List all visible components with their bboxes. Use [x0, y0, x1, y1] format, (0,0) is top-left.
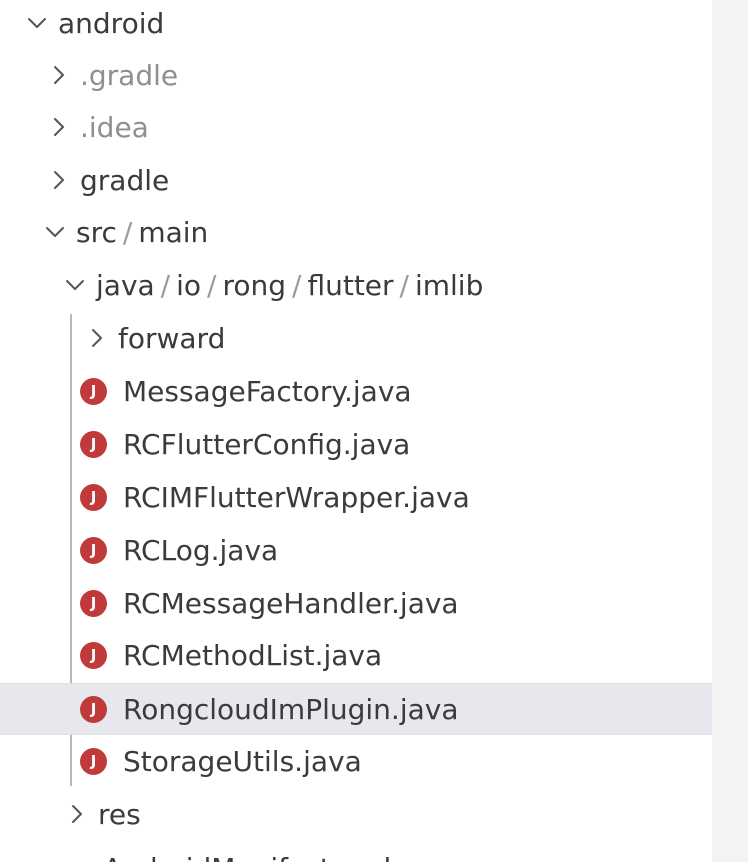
- tree-item-file[interactable]: J RCFlutterConfig.java: [0, 418, 712, 470]
- tree-item-file[interactable]: J RCMethodList.java: [0, 629, 712, 681]
- tree-item-label: AndroidManifest.xml: [103, 852, 391, 862]
- java-icon: J: [80, 430, 107, 458]
- chevron-right-icon[interactable]: [66, 803, 88, 825]
- path-separator: /: [399, 268, 409, 302]
- path-segment[interactable]: rong: [222, 268, 287, 302]
- chevron-right-icon[interactable]: [48, 116, 70, 138]
- tree-item-manifest[interactable]: AndroidManifest.xml: [0, 842, 712, 862]
- tree-item-res[interactable]: res: [0, 788, 712, 840]
- tree-item-label: res: [98, 797, 141, 831]
- chevron-down-icon[interactable]: [44, 221, 66, 243]
- java-icon: J: [80, 695, 107, 723]
- path-segment[interactable]: src: [76, 215, 117, 249]
- tree-item-label: gradle: [80, 163, 170, 197]
- indent-guide: [70, 314, 72, 786]
- path-separator: /: [122, 215, 133, 249]
- tree-item-file[interactable]: J RCLog.java: [0, 524, 712, 576]
- path-separator: /: [207, 268, 217, 302]
- tree-item-label: forward: [118, 321, 226, 355]
- java-icon: J: [80, 747, 107, 775]
- tree-item-label: .gradle: [80, 58, 179, 92]
- tree-item-java-package[interactable]: java / io / rong / flutter / imlib: [0, 259, 712, 311]
- tree-item-label: .idea: [80, 110, 149, 144]
- tree-item-dot-idea[interactable]: .idea: [0, 101, 712, 153]
- path-segment[interactable]: imlib: [414, 268, 484, 302]
- chevron-right-icon[interactable]: [48, 169, 70, 191]
- tree-item-label: RCLog.java: [123, 533, 279, 567]
- tree-item-label: RongcloudImPlugin.java: [123, 692, 459, 726]
- chevron-down-icon[interactable]: [26, 12, 48, 34]
- rss-xml-icon: [60, 855, 87, 862]
- tree-item-label: MessageFactory.java: [123, 374, 412, 408]
- tree-item-forward[interactable]: forward: [0, 312, 712, 364]
- path-separator: /: [160, 268, 171, 302]
- java-icon: J: [80, 589, 107, 617]
- java-icon: J: [80, 641, 107, 669]
- tree-item-gradle[interactable]: gradle: [0, 154, 712, 206]
- tree-item-file[interactable]: J RCMessageHandler.java: [0, 577, 712, 629]
- tree-item-file[interactable]: J RCIMFlutterWrapper.java: [0, 471, 712, 523]
- scrollbar-track[interactable]: [712, 0, 748, 862]
- tree-item-file[interactable]: J MessageFactory.java: [0, 365, 712, 417]
- java-icon: J: [80, 377, 107, 405]
- tree-item-label: RCMessageHandler.java: [123, 586, 459, 620]
- path-separator: /: [292, 268, 302, 302]
- tree-item-file[interactable]: J StorageUtils.java: [0, 735, 712, 787]
- chevron-down-icon[interactable]: [64, 274, 86, 296]
- java-icon: J: [80, 536, 107, 564]
- path-segment[interactable]: io: [176, 268, 202, 302]
- path-segment[interactable]: flutter: [307, 268, 394, 302]
- path-segment[interactable]: main: [138, 215, 209, 249]
- file-explorer: android .gradle .idea gradle src / main: [0, 0, 712, 862]
- tree-item-label: StorageUtils.java: [123, 744, 362, 778]
- tree-item-android[interactable]: android: [0, 0, 712, 49]
- tree-item-src-main[interactable]: src / main: [0, 206, 712, 258]
- path-segment[interactable]: java: [96, 268, 155, 302]
- tree-item-dot-gradle[interactable]: .gradle: [0, 49, 712, 101]
- chevron-right-icon[interactable]: [48, 64, 70, 86]
- tree-item-label: RCIMFlutterWrapper.java: [123, 480, 470, 514]
- tree-item-label: RCFlutterConfig.java: [123, 427, 411, 461]
- tree-item-file-selected[interactable]: J RongcloudImPlugin.java: [0, 683, 712, 735]
- tree-item-label: android: [58, 6, 165, 40]
- chevron-right-icon[interactable]: [86, 327, 108, 349]
- java-icon: J: [80, 483, 107, 511]
- tree-item-label: RCMethodList.java: [123, 638, 383, 672]
